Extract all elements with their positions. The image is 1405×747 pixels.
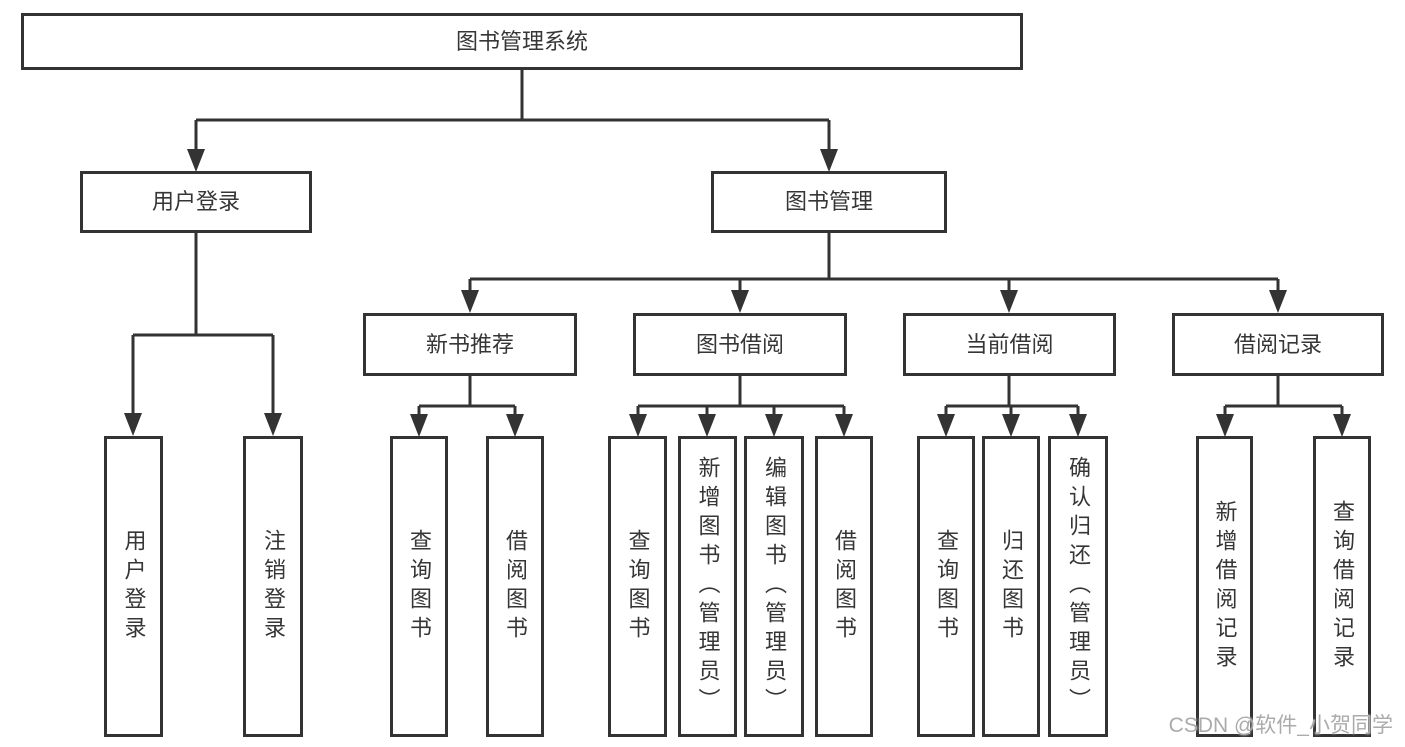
node-leaf-newbook-query-books: 查询图书 — [390, 436, 448, 737]
node-label: 新增图书（管理员） — [695, 456, 721, 717]
node-label: 编辑图书（管理员） — [762, 456, 787, 717]
node-leaf-newbook-borrow-books: 借阅图书 — [486, 436, 544, 737]
node-label: 归还图书 — [999, 528, 1024, 645]
node-book-management: 图书管理 — [711, 171, 947, 233]
node-book-borrow: 图书借阅 — [633, 313, 847, 376]
node-label: 注销登录 — [261, 528, 286, 645]
node-label: 查询图书 — [625, 528, 651, 645]
edge-current-borrow-children — [937, 376, 1087, 437]
edge-new-book-rec-children — [410, 376, 524, 437]
node-leaf-add-borrow-record: 新增借阅记录 — [1196, 436, 1253, 737]
node-leaf-query-borrow-record: 查询借阅记录 — [1313, 436, 1371, 737]
edge-borrow-records-children — [1216, 376, 1351, 437]
node-label: 确认归还（管理员） — [1066, 456, 1091, 717]
node-leaf-return-books: 归还图书 — [982, 436, 1040, 737]
node-user-login: 用户登录 — [80, 171, 312, 233]
node-label: 借阅图书 — [832, 528, 857, 645]
node-label: 查询图书 — [934, 528, 959, 645]
node-leaf-borrow-query-books: 查询图书 — [608, 436, 667, 737]
node-leaf-confirm-return-admin: 确认归还（管理员） — [1048, 436, 1108, 737]
edge-book-borrow-children — [629, 376, 853, 437]
node-label: 查询借阅记录 — [1330, 499, 1355, 674]
node-label: 借阅图书 — [503, 528, 528, 645]
node-label: 用户登录 — [121, 528, 147, 645]
node-leaf-logout: 注销登录 — [243, 436, 303, 737]
node-current-borrow: 当前借阅 — [903, 313, 1116, 376]
watermark: CSDN @软件_小贺同学 — [1168, 714, 1393, 737]
node-leaf-add-books-admin: 新增图书（管理员） — [678, 436, 737, 737]
node-new-book-recommend: 新书推荐 — [363, 313, 577, 376]
node-leaf-borrow-books: 借阅图书 — [815, 436, 873, 737]
node-leaf-user-login: 用户登录 — [104, 436, 163, 737]
edge-book-mgmt-children — [461, 233, 1287, 313]
node-leaf-edit-books-admin: 编辑图书（管理员） — [744, 436, 804, 737]
node-label: 新增借阅记录 — [1212, 499, 1238, 674]
node-root: 图书管理系统 — [21, 13, 1023, 70]
node-borrow-records: 借阅记录 — [1172, 313, 1384, 376]
node-leaf-current-query-books: 查询图书 — [917, 436, 975, 737]
edge-root-to-level2 — [187, 69, 838, 172]
edge-user-login-children — [124, 233, 282, 436]
node-label: 查询图书 — [407, 528, 432, 645]
